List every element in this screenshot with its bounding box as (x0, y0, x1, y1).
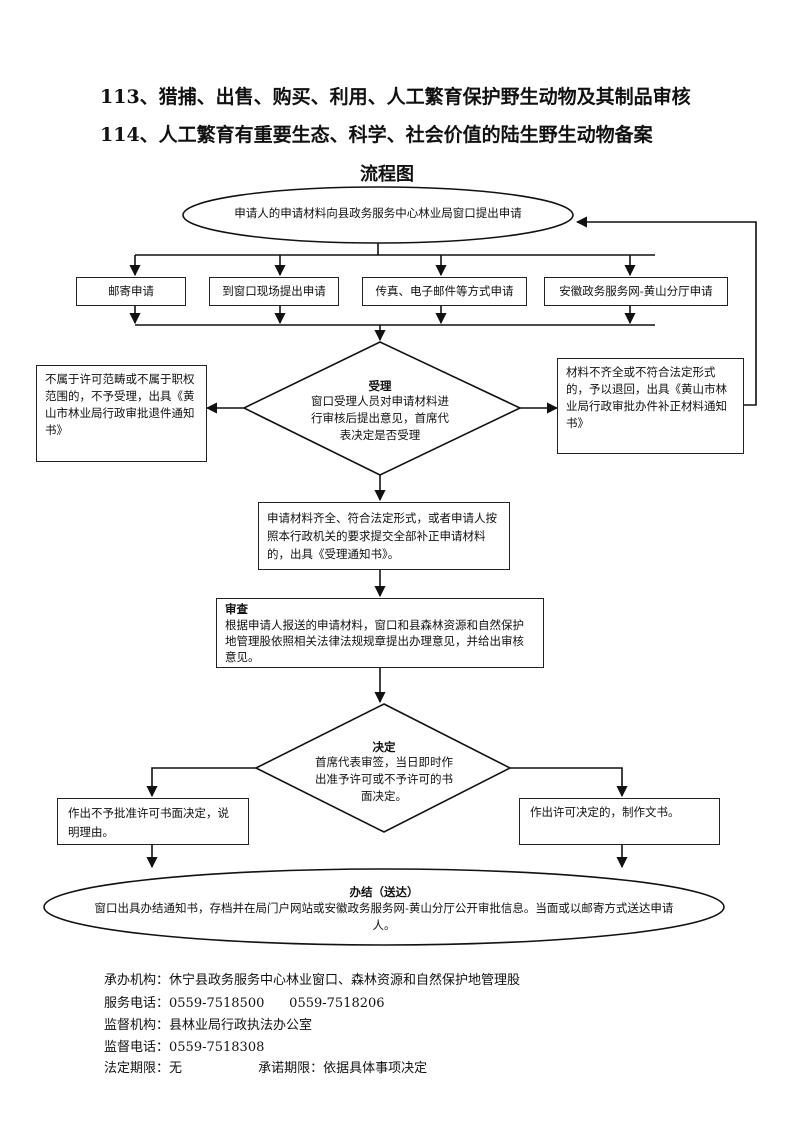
finish-text: 窗口出具办结通知书，存档并在局门户网站或安徽政务服务网-黄山分厅公开审批信息。当… (94, 901, 674, 932)
accepted-box: 申请材料齐全、符合法定形式，或者申请人按照本行政机关的要求提交全部补正申请材料的… (258, 502, 510, 570)
flowchart-title: 流程图 (360, 164, 414, 185)
finish-ellipse (43, 868, 725, 946)
accept-text: 窗口受理人员对申请材料进行审核后提出意见，首席代表决定是否受理 (311, 394, 449, 442)
footer-promise-limit: 承诺期限：依据具体事项决定 (258, 1061, 428, 1076)
approve-box: 作出许可决定的，制作文书。 (519, 798, 720, 845)
title-line-113: 113、猎捕、出售、购买、利用、人工繁育保护野生动物及其制品审核 (100, 86, 691, 108)
footer-supervise-org: 监督机构：县林业局行政执法办公室 (104, 1018, 313, 1033)
decision-heading: 决定 (372, 740, 396, 754)
channel-onsite: 到窗口现场提出申请 (209, 277, 339, 306)
review-text: 根据申请人报送的申请材料，窗口和县森林资源和自然保护地管理股依照相关法律法规规章… (225, 618, 524, 664)
review-heading: 审查 (225, 602, 248, 616)
footer-supervise-phone: 监督电话：0559-7518308 (104, 1040, 265, 1055)
footer-org: 承办机构：休宁县政务服务中心林业窗口、森林资源和自然保护地管理股 (104, 973, 521, 988)
deny-box: 作出不予批准许可书面决定，说明理由。 (57, 798, 249, 845)
footer-legal-limit: 法定期限：无 (104, 1061, 183, 1076)
review-box: 审查 根据申请人报送的申请材料，窗口和县森林资源和自然保护地管理股依照相关法律法… (216, 598, 544, 668)
footer-phone: 服务电话：0559-7518500 0559-7518206 (104, 996, 385, 1011)
channel-mail: 邮寄申请 (76, 277, 186, 306)
reject-right-box: 材料不齐全或不符合法定形式的，予以退回，出具《黄山市林业局行政审批办件补正材料通… (557, 358, 744, 454)
footer-limits: 法定期限：无 承诺期限：依据具体事项决定 (104, 1057, 427, 1076)
reject-left-box: 不属于许可范畴或不属于职权范围的，不予受理，出具《黄山市林业局行政审批退件通知书… (36, 365, 207, 462)
decision-text: 首席代表审签，当日即时作出准予许可或不予许可的书面决定。 (315, 755, 453, 803)
start-node: 申请人的申请材料向县政务服务中心林业局窗口提出申请 (234, 206, 522, 220)
accept-heading: 受理 (368, 379, 392, 393)
finish-heading: 办结（送达） (349, 885, 419, 899)
title-line-114: 114、人工繁育有重要生态、科学、社会价值的陆生野生动物备案 (100, 124, 653, 146)
decision-diamond (254, 703, 512, 833)
channel-online: 安徽政务服务网-黄山分厅申请 (544, 277, 728, 306)
channel-fax-email: 传真、电子邮件等方式申请 (362, 277, 527, 306)
